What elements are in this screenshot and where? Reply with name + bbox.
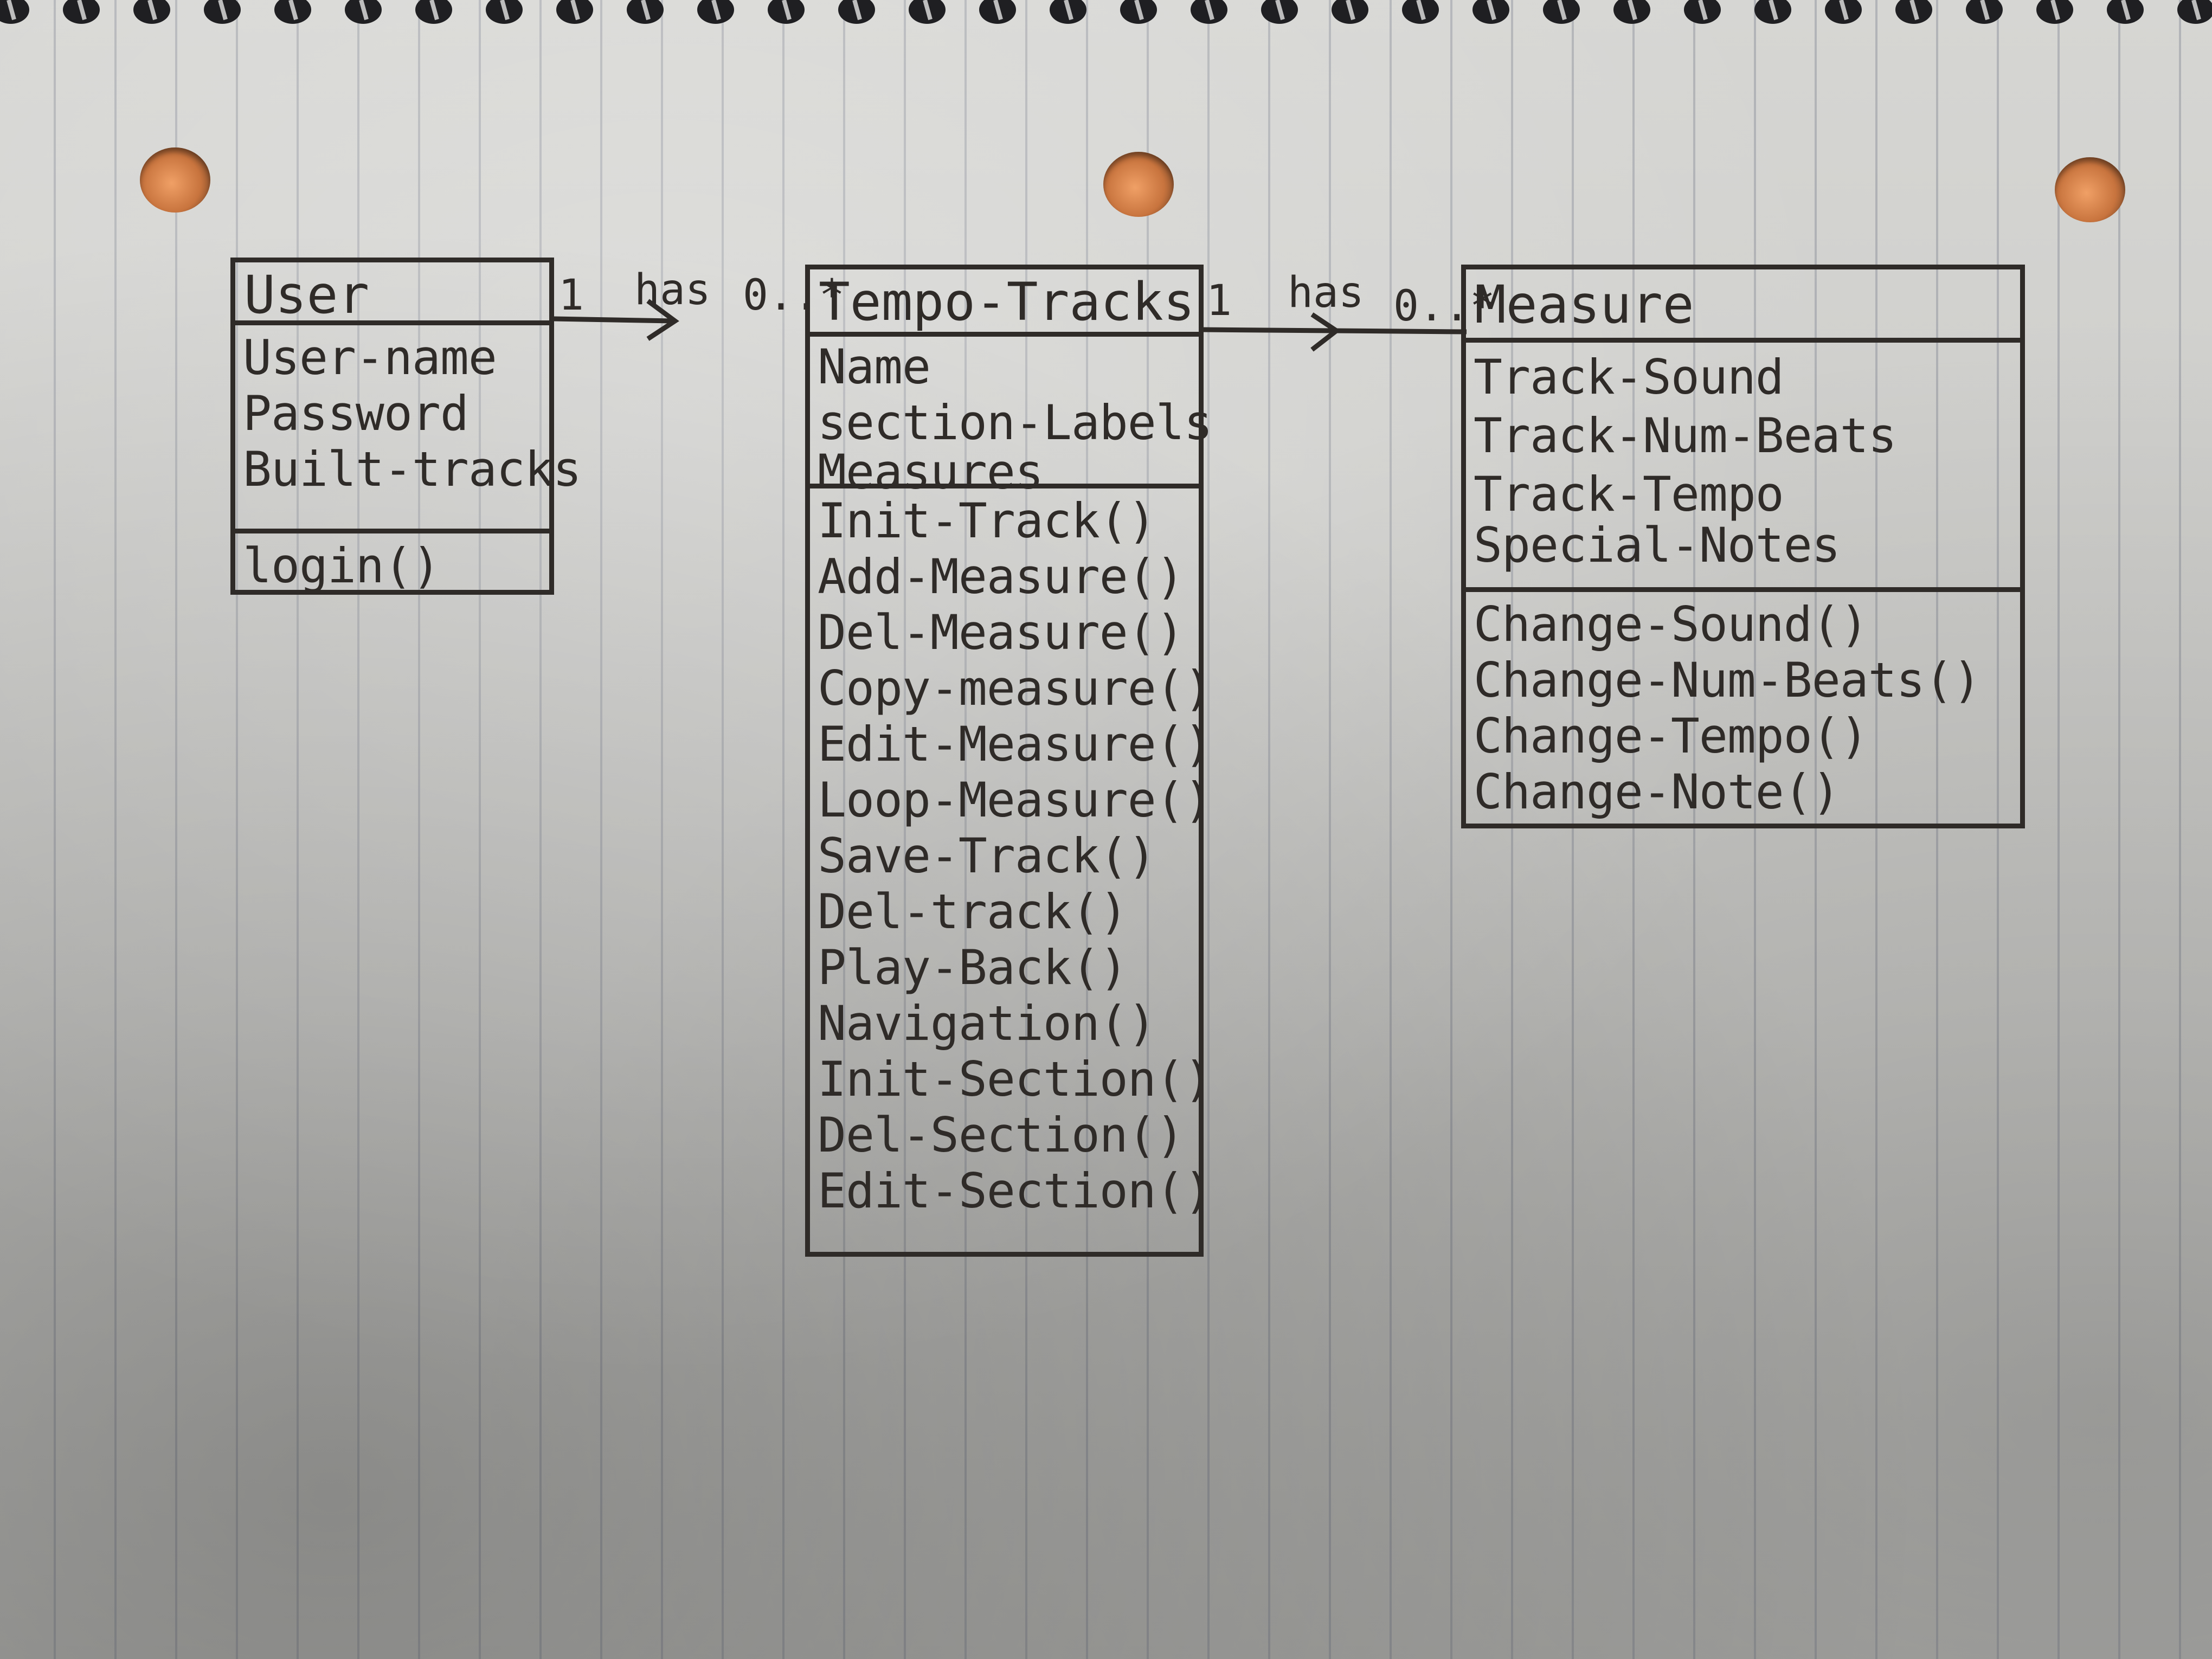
attribute-user-name: User-name (243, 330, 497, 385)
method-loop-measure: Loop-Measure() (818, 772, 1213, 828)
spiral-wire (1416, 0, 1426, 21)
spiral-wire (2050, 0, 2060, 21)
method-login: login() (243, 538, 441, 594)
attribute-special-notes: Special-Notes (1474, 517, 1841, 573)
class-measure: Measure Track-Sound Track-Num-Beats Trac… (1461, 265, 2025, 828)
spiral-wire (1628, 0, 1637, 21)
spiral-wire (147, 0, 157, 21)
arrowhead-tracks-measure (1310, 312, 1341, 352)
spiral-wire (2191, 0, 2201, 21)
method-del-section: Del-Section() (818, 1107, 1185, 1163)
attribute-name: Name (818, 339, 931, 395)
method-del-measure: Del-Measure() (818, 605, 1185, 660)
method-change-sound: Change-Sound() (1474, 596, 1869, 652)
spiral-rings (0, 0, 2212, 24)
class-tempo-tracks-methods: Init-Track() Add-Measure() Del-Measure()… (810, 488, 1213, 1223)
method-init-section: Init-Section() (818, 1051, 1213, 1107)
method-edit-measure: Edit-Measure() (818, 716, 1213, 772)
spiral-wire (1275, 0, 1285, 21)
spiral-wire (2121, 0, 2131, 21)
multiplicity-tracks-one: 1 (1206, 276, 1232, 325)
method-edit-section: Edit-Section() (818, 1163, 1213, 1219)
association-label-tracks-measure: has (1288, 268, 1364, 317)
punch-hole-middle (1103, 152, 1174, 217)
method-add-measure: Add-Measure() (818, 549, 1185, 605)
spiral-wire (1698, 0, 1708, 21)
punch-hole-left (140, 147, 210, 213)
method-navigation: Navigation() (818, 995, 1156, 1051)
class-user-methods: login() (235, 533, 549, 598)
attribute-measures: Measures (818, 444, 1044, 500)
class-tempo-tracks-title: Tempo-Tracks (810, 269, 1199, 337)
attribute-password: Password (243, 385, 469, 441)
spiral-wire (1909, 0, 1919, 21)
spiral-wire (852, 0, 862, 21)
class-measure-title: Measure (1466, 269, 2020, 343)
class-measure-attributes: Track-Sound Track-Num-Beats Track-Tempo … (1466, 343, 2020, 592)
class-measure-methods: Change-Sound() Change-Num-Beats() Change… (1466, 592, 2020, 824)
multiplicity-user-one: 1 (558, 271, 584, 320)
spiral-ring (0, 0, 29, 24)
class-user-attributes: User-name Password Built-tracks (235, 325, 582, 533)
spiral-wire (7, 0, 16, 21)
multiplicity-tracks-many: 0..* (743, 271, 845, 320)
class-tempo-tracks: Tempo-Tracks Name section-Labels Measure… (805, 265, 1213, 1257)
method-change-note: Change-Note() (1474, 764, 1841, 820)
class-tempo-tracks-attributes: Name section-Labels Measures (810, 337, 1213, 496)
spiral-wire (1205, 0, 1214, 21)
method-init-track: Init-Track() (818, 493, 1156, 549)
spiral-wire (1557, 0, 1567, 21)
spiral-wire (570, 0, 580, 21)
method-change-num-beats: Change-Num-Beats() (1474, 652, 1982, 708)
spiral-wire (77, 0, 87, 21)
attribute-track-num-beats: Track-Num-Beats (1474, 408, 1897, 464)
arrowhead-user-tracks (646, 299, 679, 341)
spiral-wire (1064, 0, 1073, 21)
spiral-wire (1769, 0, 1778, 21)
spiral-wire (1346, 0, 1355, 21)
method-del-track: Del-track() (818, 884, 1128, 940)
attribute-track-tempo: Track-Tempo (1474, 466, 1784, 522)
association-line-user-tracks (552, 316, 673, 324)
method-save-track: Save-Track() (818, 828, 1156, 884)
spiral-wire (711, 0, 721, 21)
spiral-wire (500, 0, 510, 21)
method-change-tempo: Change-Tempo() (1474, 708, 1869, 764)
method-play-back: Play-Back() (818, 940, 1128, 995)
spiral-binding (0, 0, 2212, 24)
spiral-wire (429, 0, 439, 21)
spiral-wire (993, 0, 1003, 21)
punch-hole-right (2055, 157, 2125, 222)
method-copy-measure: Copy-measure() (818, 660, 1213, 716)
attribute-track-sound: Track-Sound (1474, 349, 1784, 405)
class-user: User User-name Password Built-tracks log… (230, 258, 582, 598)
spiral-wire (359, 0, 369, 21)
spiral-wire (641, 0, 651, 21)
spiral-wire (1980, 0, 1990, 21)
spiral-wire (923, 0, 933, 21)
association-label-user-tracks: has (634, 266, 711, 314)
spiral-wire (1487, 0, 1496, 21)
spiral-wire (288, 0, 298, 21)
spiral-wire (1134, 0, 1144, 21)
class-user-title: User (235, 262, 549, 325)
spiral-wire (218, 0, 228, 21)
spiral-wire (782, 0, 792, 21)
attribute-built-tracks: Built-tracks (243, 441, 582, 497)
attribute-section-labels: section-Labels (818, 395, 1213, 451)
multiplicity-measure-many: 0..* (1393, 282, 1495, 331)
spiral-wire (1839, 0, 1849, 21)
